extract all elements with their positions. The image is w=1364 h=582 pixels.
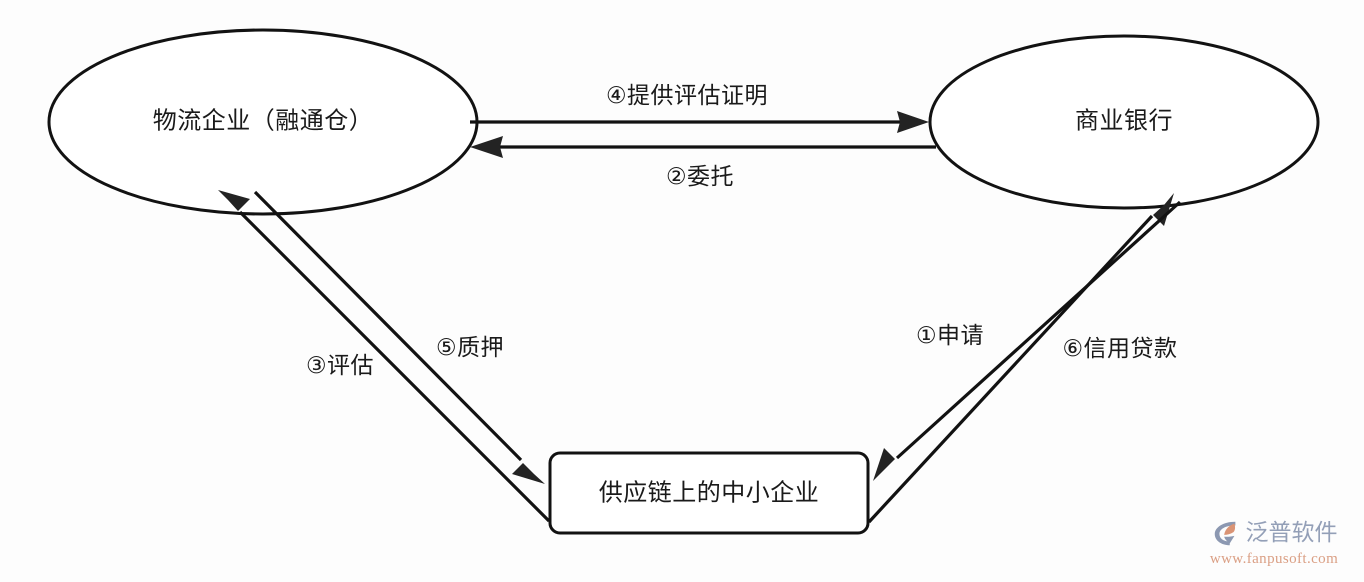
node-logistics-enterprise-label: 物流企业（融通仓） <box>153 107 374 134</box>
edge-label-assessment: ③评估 <box>306 352 374 378</box>
node-sme[interactable] <box>548 451 870 535</box>
edge-label-credit-loan: ⑥信用贷款 <box>1062 335 1177 361</box>
edge-application[interactable] <box>867 193 1174 524</box>
edge-label-pledge: ⑤质押 <box>436 334 504 360</box>
node-commercial-bank-label: 商业银行 <box>1075 107 1173 134</box>
edge-entrust[interactable] <box>470 136 936 158</box>
edge-label-application: ①申请 <box>916 322 984 348</box>
edge-label-provide-assessment-certificate: ④提供评估证明 <box>606 82 768 108</box>
edge-label-entrust: ②委托 <box>666 163 734 189</box>
edge-credit-loan[interactable] <box>873 200 1182 481</box>
edge-assessment[interactable] <box>218 190 551 523</box>
edge-provide-assessment-certificate[interactable] <box>470 111 929 133</box>
node-sme-label: 供应链上的中小企业 <box>599 479 820 506</box>
node-commercial-bank[interactable] <box>928 34 1320 210</box>
edge-pledge[interactable] <box>253 190 545 484</box>
